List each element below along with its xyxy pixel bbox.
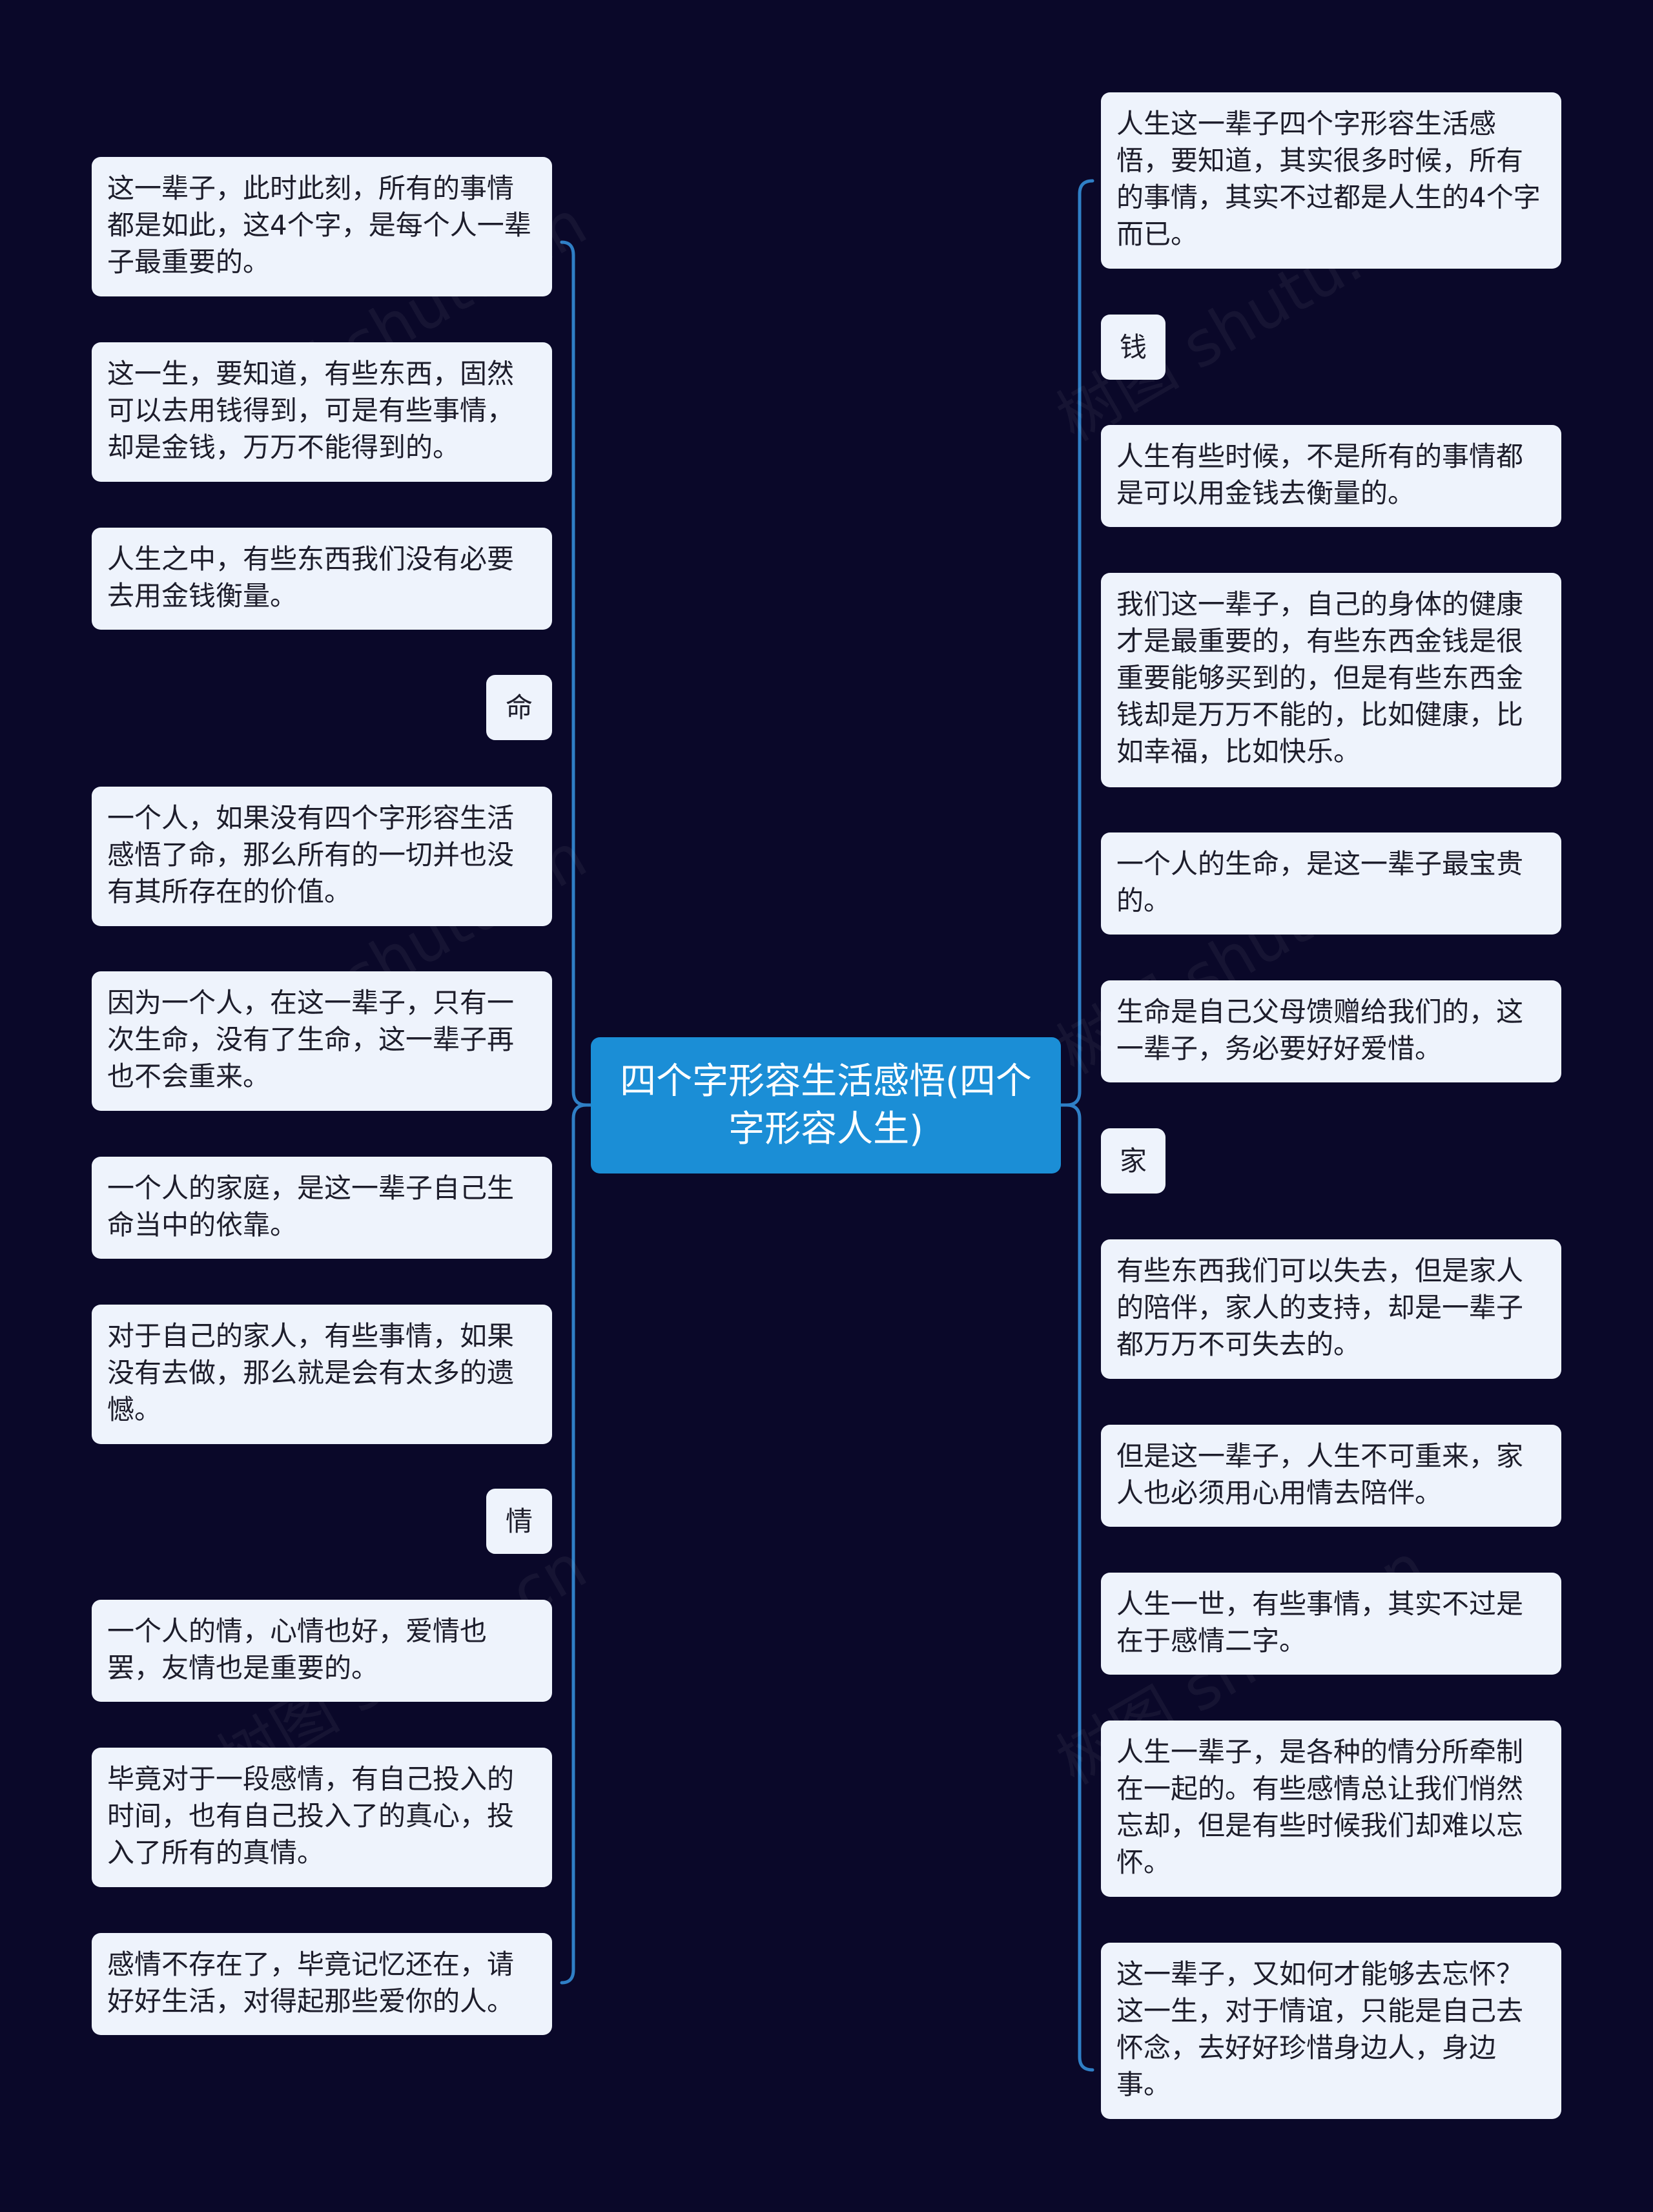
- root-topic[interactable]: 四个字形容生活感悟(四个字形容人生): [591, 1037, 1061, 1173]
- right-category-money[interactable]: 钱: [1101, 315, 1165, 380]
- right-bracket-bottom: [1065, 1103, 1094, 2072]
- left-category-life[interactable]: 命: [486, 675, 552, 740]
- right-node[interactable]: 人生一世，有些事情，其实不过是在于感情二字。: [1101, 1573, 1561, 1675]
- right-node[interactable]: 人生一辈子，是各种的情分所牵制在一起的。有些感情总让我们悄然忘却，但是有些时候我…: [1101, 1721, 1561, 1897]
- right-node[interactable]: 人生有些时候，不是所有的事情都是可以用金钱去衡量的。: [1101, 425, 1561, 527]
- right-node[interactable]: 有些东西我们可以失去，但是家人的陪伴，家人的支持，却是一辈子都万万不可失去的。: [1101, 1239, 1561, 1379]
- left-node[interactable]: 这一生，要知道，有些东西，固然可以去用钱得到，可是有些事情，却是金钱，万万不能得…: [92, 342, 552, 482]
- left-category-love[interactable]: 情: [486, 1489, 552, 1554]
- left-node[interactable]: 因为一个人，在这一辈子，只有一次生命，没有了生命，这一辈子再也不会重来。: [92, 971, 552, 1111]
- right-bracket: [1059, 179, 1094, 1107]
- left-node[interactable]: 一个人的情，心情也好，爱情也罢，友情也是重要的。: [92, 1600, 552, 1702]
- right-node[interactable]: 人生这一辈子四个字形容生活感悟，要知道，其实很多时候，所有的事情，其实不过都是人…: [1101, 92, 1561, 269]
- right-node[interactable]: 我们这一辈子，自己的身体的健康才是最重要的，有些东西金钱是很重要能够买到的，但是…: [1101, 573, 1561, 787]
- left-node[interactable]: 感情不存在了，毕竟记忆还在，请好好生活，对得起那些爱你的人。: [92, 1933, 552, 2035]
- left-node[interactable]: 一个人的家庭，是这一辈子自己生命当中的依靠。: [92, 1157, 552, 1259]
- left-node[interactable]: 对于自己的家人，有些事情，如果没有去做，那么就是会有太多的遗憾。: [92, 1305, 552, 1444]
- right-node[interactable]: 一个人的生命，是这一辈子最宝贵的。: [1101, 832, 1561, 935]
- left-node[interactable]: 人生之中，有些东西我们没有必要去用金钱衡量。: [92, 528, 552, 630]
- right-node[interactable]: 这一辈子，又如何才能够去忘怀？这一生，对于情谊，只能是自己去怀念，去好好珍惜身边…: [1101, 1943, 1561, 2119]
- left-bracket: [560, 240, 593, 1107]
- left-node[interactable]: 这一辈子，此时此刻，所有的事情都是如此，这4个字，是每个人一辈子最重要的。: [92, 157, 552, 296]
- right-node[interactable]: 但是这一辈子，人生不可重来，家人也必须用心用情去陪伴。: [1101, 1425, 1561, 1527]
- right-category-family[interactable]: 家: [1101, 1128, 1165, 1194]
- left-bracket-bottom: [560, 1103, 588, 1985]
- right-node[interactable]: 生命是自己父母馈赠给我们的，这一辈子，务必要好好爱惜。: [1101, 980, 1561, 1082]
- left-node[interactable]: 毕竟对于一段感情，有自己投入的时间，也有自己投入了的真心，投入了所有的真情。: [92, 1748, 552, 1887]
- left-node[interactable]: 一个人，如果没有四个字形容生活感悟了命，那么所有的一切并也没有其所存在的价值。: [92, 787, 552, 926]
